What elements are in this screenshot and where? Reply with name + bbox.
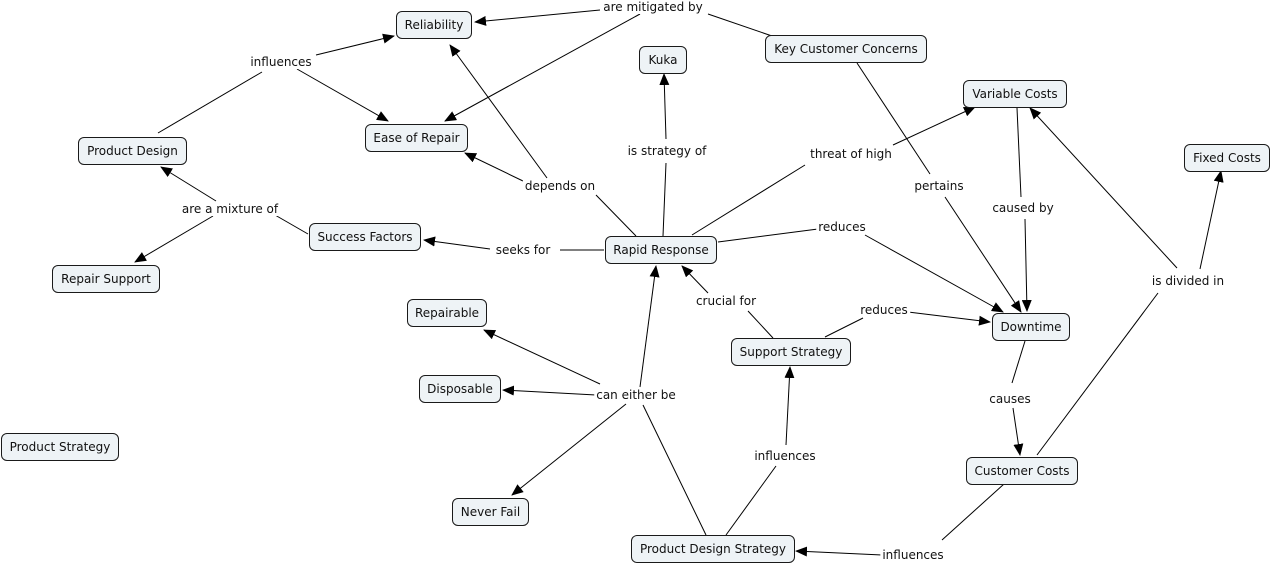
- link-label-influences: influences: [752, 449, 818, 463]
- node-downtime[interactable]: Downtime: [992, 313, 1070, 341]
- connector-line: [892, 106, 976, 146]
- connector-line: [907, 311, 991, 326]
- node-never-fail[interactable]: Never Fail: [452, 498, 529, 526]
- connector-line: [474, 9, 601, 26]
- connector-line: [1012, 407, 1024, 456]
- connector-line: [315, 33, 395, 56]
- connector-line: [717, 228, 819, 243]
- connector-line: [134, 215, 214, 263]
- link-label-reduces: reduces: [816, 220, 868, 234]
- connector-line: [659, 73, 670, 140]
- connector-line: [274, 214, 309, 235]
- connector-line: [1011, 340, 1026, 384]
- link-label-influences: influences: [880, 548, 946, 562]
- connector-line: [691, 164, 806, 236]
- node-key-customer-concerns[interactable]: Key Customer Concerns: [765, 35, 927, 63]
- node-support-strategy[interactable]: Support Strategy: [731, 338, 851, 366]
- connector-line: [747, 310, 774, 339]
- connector-line: [681, 265, 709, 294]
- connector-line: [444, 13, 641, 122]
- connector-line: [157, 71, 263, 134]
- link-label-depends-on: depends on: [522, 179, 598, 193]
- node-reliability[interactable]: Reliability: [396, 11, 472, 39]
- connector-line: [944, 196, 1022, 313]
- connector-line: [856, 62, 931, 175]
- node-repairable[interactable]: Repairable: [407, 299, 487, 327]
- link-label-is-strategy-of: is strategy of: [625, 144, 709, 158]
- node-customer-costs[interactable]: Customer Costs: [966, 457, 1078, 485]
- connector-line: [1036, 292, 1159, 456]
- link-label-are-a-mixture-of: are a mixture of: [179, 202, 281, 216]
- link-label-are-mitigated-by: are mitigated by: [601, 0, 705, 14]
- link-label-seeks-for: seeks for: [493, 243, 553, 257]
- node-product-design-strategy[interactable]: Product Design Strategy: [631, 535, 795, 563]
- connector-line: [941, 483, 1005, 541]
- node-product-design[interactable]: Product Design: [78, 137, 187, 165]
- connector-line: [707, 13, 773, 37]
- connector-line: [423, 236, 491, 250]
- connector-line: [464, 152, 524, 182]
- node-product-strategy[interactable]: Product Strategy: [1, 433, 119, 461]
- connector-line: [725, 465, 777, 536]
- link-label-threat-of-high: threat of high: [808, 147, 894, 161]
- link-label-reduces: reduces: [858, 303, 910, 317]
- connector-line: [483, 329, 601, 385]
- link-label-is-divided-in: is divided in: [1149, 274, 1227, 288]
- connector-line: [1199, 170, 1224, 270]
- connector-line: [511, 403, 627, 496]
- connector-line: [639, 265, 660, 388]
- connector-line: [502, 385, 597, 396]
- connector-line: [449, 44, 548, 179]
- node-fixed-costs[interactable]: Fixed Costs: [1184, 144, 1270, 172]
- connector-line: [795, 546, 883, 557]
- connector-line: [160, 166, 217, 202]
- connector-line: [1029, 107, 1178, 269]
- node-ease-of-repair[interactable]: Ease of Repair: [365, 124, 468, 152]
- link-label-influences: influences: [248, 55, 314, 69]
- link-label-pertains: pertains: [912, 179, 966, 193]
- link-label-can-either-be: can either be: [594, 388, 678, 402]
- connector-line: [784, 366, 795, 446]
- node-success-factors[interactable]: Success Factors: [309, 223, 421, 251]
- link-label-caused-by: caused by: [990, 201, 1056, 215]
- connector-line: [595, 194, 637, 237]
- link-label-crucial-for: crucial for: [693, 294, 759, 308]
- connector-line: [642, 404, 707, 536]
- connector-line: [662, 162, 667, 237]
- link-label-causes: causes: [987, 392, 1033, 406]
- connector-line: [864, 234, 1004, 313]
- connector-line: [296, 68, 389, 122]
- node-rapid-response[interactable]: Rapid Response: [605, 236, 717, 264]
- node-disposable[interactable]: Disposable: [419, 375, 501, 403]
- node-variable-costs[interactable]: Variable Costs: [963, 80, 1067, 108]
- connector-line: [824, 317, 864, 338]
- node-kuka[interactable]: Kuka: [639, 46, 687, 74]
- connector-line: [1016, 107, 1022, 198]
- node-repair-support[interactable]: Repair Support: [52, 265, 160, 293]
- connector-line: [1021, 218, 1032, 312]
